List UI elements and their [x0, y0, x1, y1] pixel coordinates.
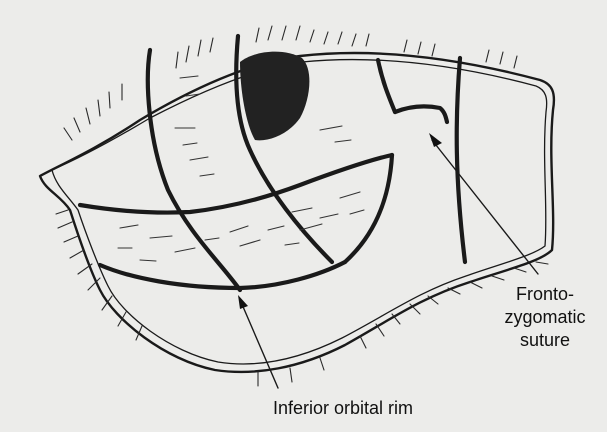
inferior-orbital-rim: [80, 155, 392, 288]
frontozygomatic-label-line1: Fronto-: [500, 283, 590, 306]
frontozygomatic-suture: [395, 106, 447, 122]
fat-hatching: [118, 76, 364, 261]
frontozygomatic-label-line2: zygomatic: [500, 306, 590, 329]
frontozygomatic-label-line3: suture: [500, 329, 590, 352]
frontozygomatic-suture-label: Fronto- zygomatic suture: [500, 283, 590, 352]
arrow-frontozygomatic: [429, 133, 538, 274]
inferior-orbital-rim-label: Inferior orbital rim: [273, 397, 413, 420]
iris: [240, 52, 309, 141]
